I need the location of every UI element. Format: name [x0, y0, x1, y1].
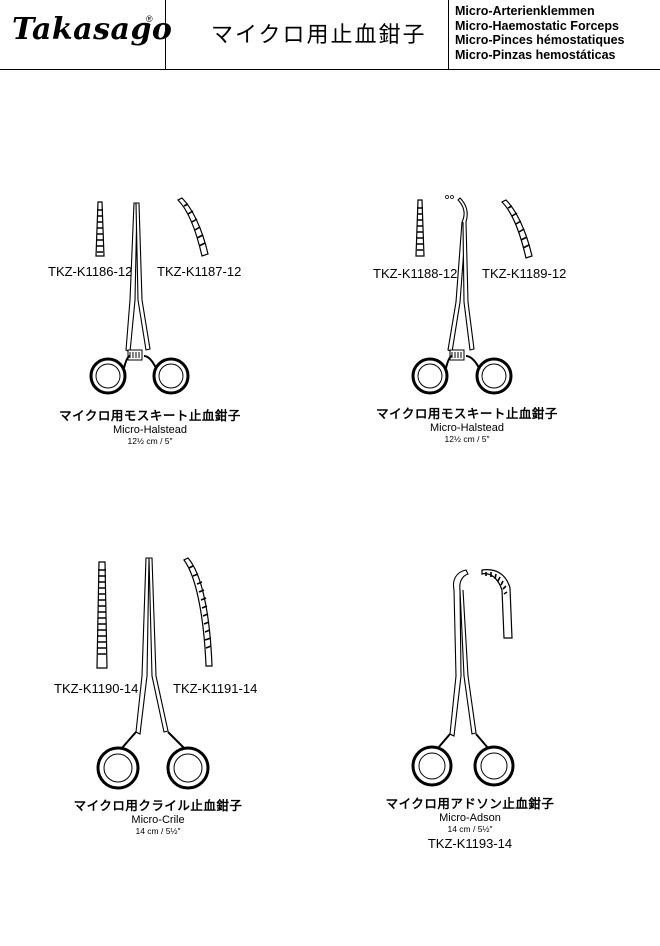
- product-size: 12½ cm / 5″: [444, 434, 490, 444]
- micro-adson-forceps-illustration: [411, 569, 515, 787]
- header-divider: [448, 0, 449, 70]
- product-size: 14 cm / 5½″: [447, 824, 493, 834]
- straight-tip-detail-illustration: [96, 561, 108, 669]
- curved-tip-detail-illustration: [500, 199, 533, 259]
- product-code: TKZ-K1188-12: [373, 266, 458, 281]
- product-caption: マイクロ用モスキート止血鉗子 Micro-Halstead 12½ cm / 5…: [367, 403, 567, 444]
- header-divider: [165, 0, 166, 70]
- product-code: TKZ-K1191-14: [173, 681, 258, 696]
- title-german: Micro-Arterienklemmen: [455, 4, 595, 18]
- product-name-japanese: マイクロ用モスキート止血鉗子: [59, 409, 241, 423]
- curved-tip-detail-illustration: [176, 197, 209, 257]
- product-name-japanese: マイクロ用クライル止血鉗子: [73, 799, 243, 813]
- brand-logo: Takasago: [12, 12, 173, 47]
- product-code: TKZ-K1187-12: [157, 264, 242, 279]
- product-name-english: Micro-Adson: [439, 812, 501, 824]
- catalog-header: Takasago ® マイクロ用止血鉗子 Micro-Arterienklemm…: [0, 0, 660, 70]
- title-spanish: Micro-Pinzas hemostáticas: [455, 47, 616, 62]
- product-name-english: Micro-Halstead: [113, 424, 187, 436]
- product-code: TKZ-K1189-12: [482, 266, 567, 281]
- product-code: TKZ-K1193-14: [427, 836, 513, 851]
- product-name-japanese: マイクロ用モスキート止血鉗子: [376, 407, 558, 421]
- product-size: 14 cm / 5½″: [135, 826, 181, 836]
- page-title-japanese: マイクロ用止血鉗子: [211, 22, 427, 47]
- registered-mark: ®: [146, 14, 153, 24]
- curved-tip-detail-illustration: [481, 569, 513, 639]
- product-caption: マイクロ用モスキート止血鉗子 Micro-Halstead 12½ cm / 5…: [50, 405, 250, 446]
- header-rule: [0, 69, 660, 70]
- product-name-japanese: マイクロ用アドソン止血鉗子: [385, 797, 555, 811]
- title-english: Micro-Haemostatic Forceps: [455, 18, 619, 33]
- product-name-english: Micro-Crile: [131, 814, 185, 826]
- product-code: TKZ-K1190-14: [54, 681, 139, 696]
- product-code: TKZ-K1186-12: [48, 264, 133, 279]
- curved-tip-detail-illustration: [183, 557, 213, 667]
- product-name-english: Micro-Halstead: [430, 422, 504, 434]
- micro-halstead-forceps-illustration: [89, 202, 190, 395]
- product-size: 12½ cm / 5″: [127, 436, 173, 446]
- product-caption: マイクロ用アドソン止血鉗子 Micro-Adson 14 cm / 5½″ TK…: [370, 793, 570, 851]
- micro-halstead-forceps-illustration: [411, 195, 513, 395]
- title-french: Micro-Pinces hémostatiques: [455, 33, 625, 47]
- micro-crile-forceps-illustration: [96, 557, 210, 790]
- product-caption: マイクロ用クライル止血鉗子 Micro-Crile 14 cm / 5½″: [58, 795, 258, 836]
- straight-tip-detail-illustration: [95, 201, 105, 257]
- straight-tip-detail-illustration: [415, 199, 425, 257]
- page-titles-multilingual: Micro-Arterienklemmen Micro-Haemostatic …: [455, 4, 625, 62]
